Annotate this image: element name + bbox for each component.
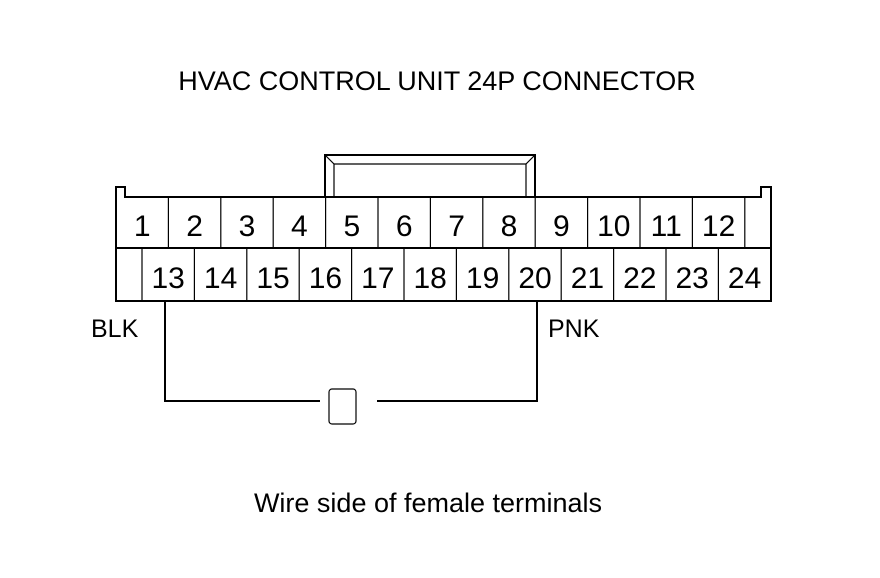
bottom-pin-20: 20	[518, 262, 551, 295]
jumper-connector	[328, 388, 357, 425]
bottom-pin-21: 21	[571, 262, 604, 295]
bottom-pin-16: 16	[309, 262, 342, 295]
top-pin-11: 11	[651, 210, 682, 243]
top-pin-3: 3	[239, 210, 256, 243]
connector-body	[115, 154, 772, 302]
connector-bottom-row: 13 14 15 16 17 18 19 20 21 22 23 24	[152, 262, 762, 295]
wire-label-pnk: PNK	[548, 315, 600, 343]
bottom-pin-22: 22	[623, 262, 656, 295]
top-pin-9: 9	[553, 210, 570, 243]
bottom-pin-18: 18	[414, 262, 447, 295]
bottom-pin-24: 24	[728, 262, 761, 295]
top-pin-10: 10	[597, 210, 630, 243]
bottom-pin-14: 14	[204, 262, 237, 295]
diagram-caption: Wire side of female terminals	[254, 488, 602, 518]
top-pin-4: 4	[291, 210, 308, 243]
top-pin-1: 1	[134, 210, 151, 243]
top-pin-2: 2	[186, 210, 203, 243]
top-pin-12: 12	[702, 210, 735, 243]
bottom-pin-17: 17	[361, 262, 394, 295]
top-pin-7: 7	[448, 210, 465, 243]
cell-dividers	[141, 197, 746, 301]
top-pin-5: 5	[343, 210, 360, 243]
wire-label-blk: BLK	[91, 315, 139, 343]
diagram-title: HVAC CONTROL UNIT 24P CONNECTOR	[178, 66, 696, 96]
bottom-pin-19: 19	[466, 262, 499, 295]
bottom-pin-23: 23	[676, 262, 709, 295]
top-pin-8: 8	[501, 210, 518, 243]
top-pin-6: 6	[396, 210, 413, 243]
jumper-wire	[164, 301, 538, 402]
bottom-pin-13: 13	[152, 262, 185, 295]
bottom-pin-15: 15	[256, 262, 289, 295]
